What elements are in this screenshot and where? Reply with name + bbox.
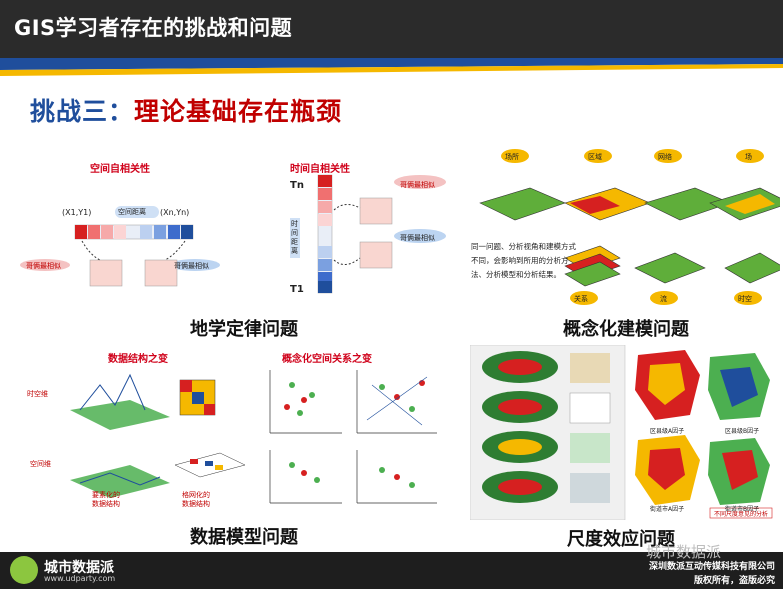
header-stripe [0, 58, 783, 76]
data-structure-title: 数据结构之变 [108, 354, 168, 365]
similar-label-bottom: 哥俩最相似 [400, 234, 435, 242]
temporal-autocorrelation-figure [290, 174, 446, 294]
spatial-autocorr-title: 空间自相关性 [90, 164, 150, 175]
footer-rights: 版权所有，盗版必究 [693, 576, 775, 586]
scale-note: 不同尺度意见的分析 [714, 511, 769, 518]
scale-label-b: 区县级B因子 [725, 428, 760, 435]
scale-label-a: 区县级A因子 [650, 428, 685, 435]
space-dim-label: 空间维 [30, 460, 51, 468]
concept-description: 同一问题、分析视角和建模方式不同，会影响到所用的分析方法、分析模型和分析结果。 [471, 242, 576, 279]
scale-effect-figure [470, 345, 773, 520]
footer-bar [0, 552, 783, 589]
spatial-distance-label: 空间距离 [118, 208, 146, 216]
slide-title: GIS学习者存在的挑战和问题 [14, 16, 293, 40]
concept-label-field: 场 [745, 153, 752, 161]
concept-label-relation: 关系 [574, 295, 588, 303]
vector-structure-label: 要素化的数据结构 [92, 491, 120, 508]
concept-label-place: 场所 [505, 153, 519, 161]
spatial-label-xnyn: (Xn,Yn) [160, 208, 190, 217]
spatial-relation-figure [269, 370, 437, 504]
concept-label-network: 网络 [658, 153, 672, 161]
spatial-label-x1y1: (X1,Y1) [62, 208, 92, 217]
similar-label-left: 哥俩最相似 [26, 262, 61, 270]
spacetime-dim-label: 时空维 [27, 390, 48, 398]
data-model-title: 数据模型问题 [190, 527, 298, 548]
footer-url: www.udparty.com [44, 574, 116, 583]
raster-structure-label: 格网化的数据结构 [182, 491, 210, 508]
similar-label-right: 哥俩最相似 [174, 262, 209, 270]
footer-logo-text: 城市数据派 [44, 560, 114, 576]
udparty-logo-icon [10, 556, 38, 584]
header-bar: GIS学习者存在的挑战和问题 [0, 0, 783, 58]
similar-label-top: 哥俩最相似 [400, 181, 435, 189]
concept-label-spacetime: 时空 [738, 295, 752, 303]
time-label-tn: Tn [290, 180, 304, 191]
challenge-text: 理论基础存在瓶颈 [134, 97, 343, 126]
concept-model-figure [479, 149, 780, 305]
scale-label-c: 街道市A因子 [650, 506, 685, 513]
spatial-autocorrelation-figure [20, 206, 220, 287]
challenge-heading: 挑战三：理论基础存在瓶颈 [30, 92, 342, 128]
challenge-number: 挑战三： [30, 97, 135, 126]
scale-effect-title: 尺度效应问题 [567, 529, 675, 550]
temporal-autocorr-title: 时间自相关性 [290, 164, 350, 175]
time-distance-label: 时间距离 [291, 220, 298, 255]
geo-law-title: 地学定律问题 [190, 319, 298, 340]
concept-model-title: 概念化建模问题 [563, 319, 689, 340]
concept-label-flow: 流 [660, 295, 667, 303]
scale-label-d: 街道市B因子 [725, 506, 760, 513]
data-structure-figure [70, 373, 246, 498]
time-label-t1: T1 [290, 284, 304, 295]
spatial-relation-title: 概念化空间关系之变 [282, 354, 372, 365]
footer-company: 深圳数派互动传媒科技有限公司 [648, 562, 775, 572]
watermark: 城市数据派 [646, 543, 722, 561]
concept-label-region: 区域 [588, 153, 602, 161]
